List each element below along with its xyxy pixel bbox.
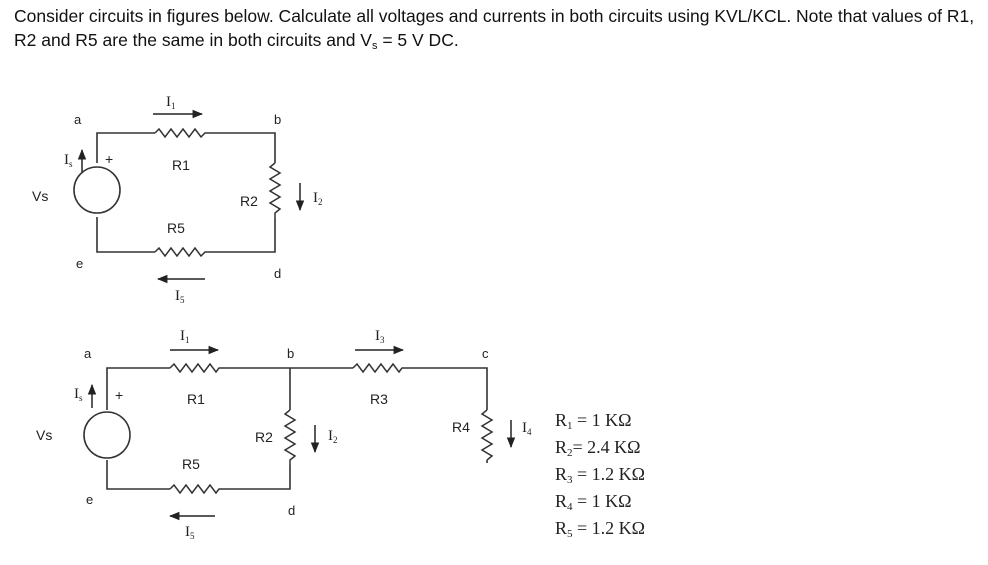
c2-voltage-source: [83, 411, 131, 459]
c2-i2-label: I2: [328, 428, 338, 445]
c1-is-label: Is: [64, 152, 73, 169]
c1-r1-resistor: [154, 127, 208, 139]
c1-node-e: e: [76, 256, 83, 271]
c2-r1-resistor: [169, 362, 222, 374]
c2-node-e: e: [86, 492, 93, 507]
problem-subscript: s: [371, 40, 378, 52]
value-r4: R4 = 1 KΩ: [555, 491, 632, 513]
c1-plus-sign: +: [105, 151, 113, 167]
c1-i1-label: I1: [166, 94, 176, 111]
c2-r3-label: R3: [370, 391, 388, 407]
c2-i5-label: I5: [185, 524, 195, 541]
c2-r4-label: R4: [452, 419, 470, 435]
circuit-1: Vs + a b d e R1 R2 R5 I1 I2 I5 Is: [32, 94, 323, 305]
value-r1: R1 = 1 KΩ: [555, 410, 632, 432]
c1-r5-resistor: [154, 246, 208, 258]
c2-r4-resistor: [480, 409, 494, 461]
c1-r1-label: R1: [172, 157, 190, 173]
c1-i2-label: I2: [313, 190, 323, 207]
c2-r5-label: R5: [182, 456, 200, 472]
c2-i4-label: I4: [522, 420, 532, 437]
c1-wire-bottom: [96, 217, 276, 253]
c1-r2-resistor: [268, 162, 282, 218]
c1-wire-top: [96, 132, 276, 163]
c2-i3-label: I3: [375, 328, 385, 345]
c2-is-label: Is: [74, 386, 83, 403]
c2-i1-label: I1: [180, 328, 190, 345]
c2-node-d: d: [288, 503, 295, 518]
c1-i5-label: I5: [175, 288, 185, 305]
c2-r2-label: R2: [255, 429, 273, 445]
c1-node-a: a: [74, 112, 82, 127]
c2-r2-resistor: [283, 409, 297, 465]
c2-node-c: c: [482, 346, 489, 361]
c2-wire-top: [106, 367, 488, 410]
c1-r2-label: R2: [240, 193, 258, 209]
value-r3: R3 = 1.2 KΩ: [555, 464, 645, 486]
c2-r1-label: R1: [187, 391, 205, 407]
c2-r3-resistor: [352, 362, 405, 374]
resistor-values: R1 = 1 KΩ R2= 2.4 KΩ R3 = 1.2 KΩ R4 = 1 …: [555, 410, 645, 540]
value-r2: R2= 2.4 KΩ: [555, 437, 641, 459]
value-r5: R5 = 1.2 KΩ: [555, 518, 645, 540]
c2-r5-resistor: [169, 483, 222, 495]
circuit-2: Vs + a b c d e R1 R3 R2 R4 R5 I1 I3 I2 I…: [36, 328, 532, 541]
c1-node-b: b: [274, 112, 281, 127]
problem-statement: Consider circuits in figures below. Calc…: [14, 4, 979, 52]
c2-node-b: b: [287, 346, 294, 361]
c2-node-a: a: [84, 346, 92, 361]
c2-plus-sign: +: [115, 387, 123, 403]
c1-r5-label: R5: [167, 220, 185, 236]
problem-text: Consider circuits in figures below. Calc…: [14, 6, 975, 50]
c1-voltage-source: [73, 166, 121, 214]
c1-node-d: d: [274, 266, 281, 281]
c2-source-label: Vs: [36, 427, 52, 443]
problem-text-end: = 5 V DC.: [377, 30, 459, 50]
c2-wire-bottom: [106, 460, 291, 490]
c1-source-label: Vs: [32, 188, 48, 204]
